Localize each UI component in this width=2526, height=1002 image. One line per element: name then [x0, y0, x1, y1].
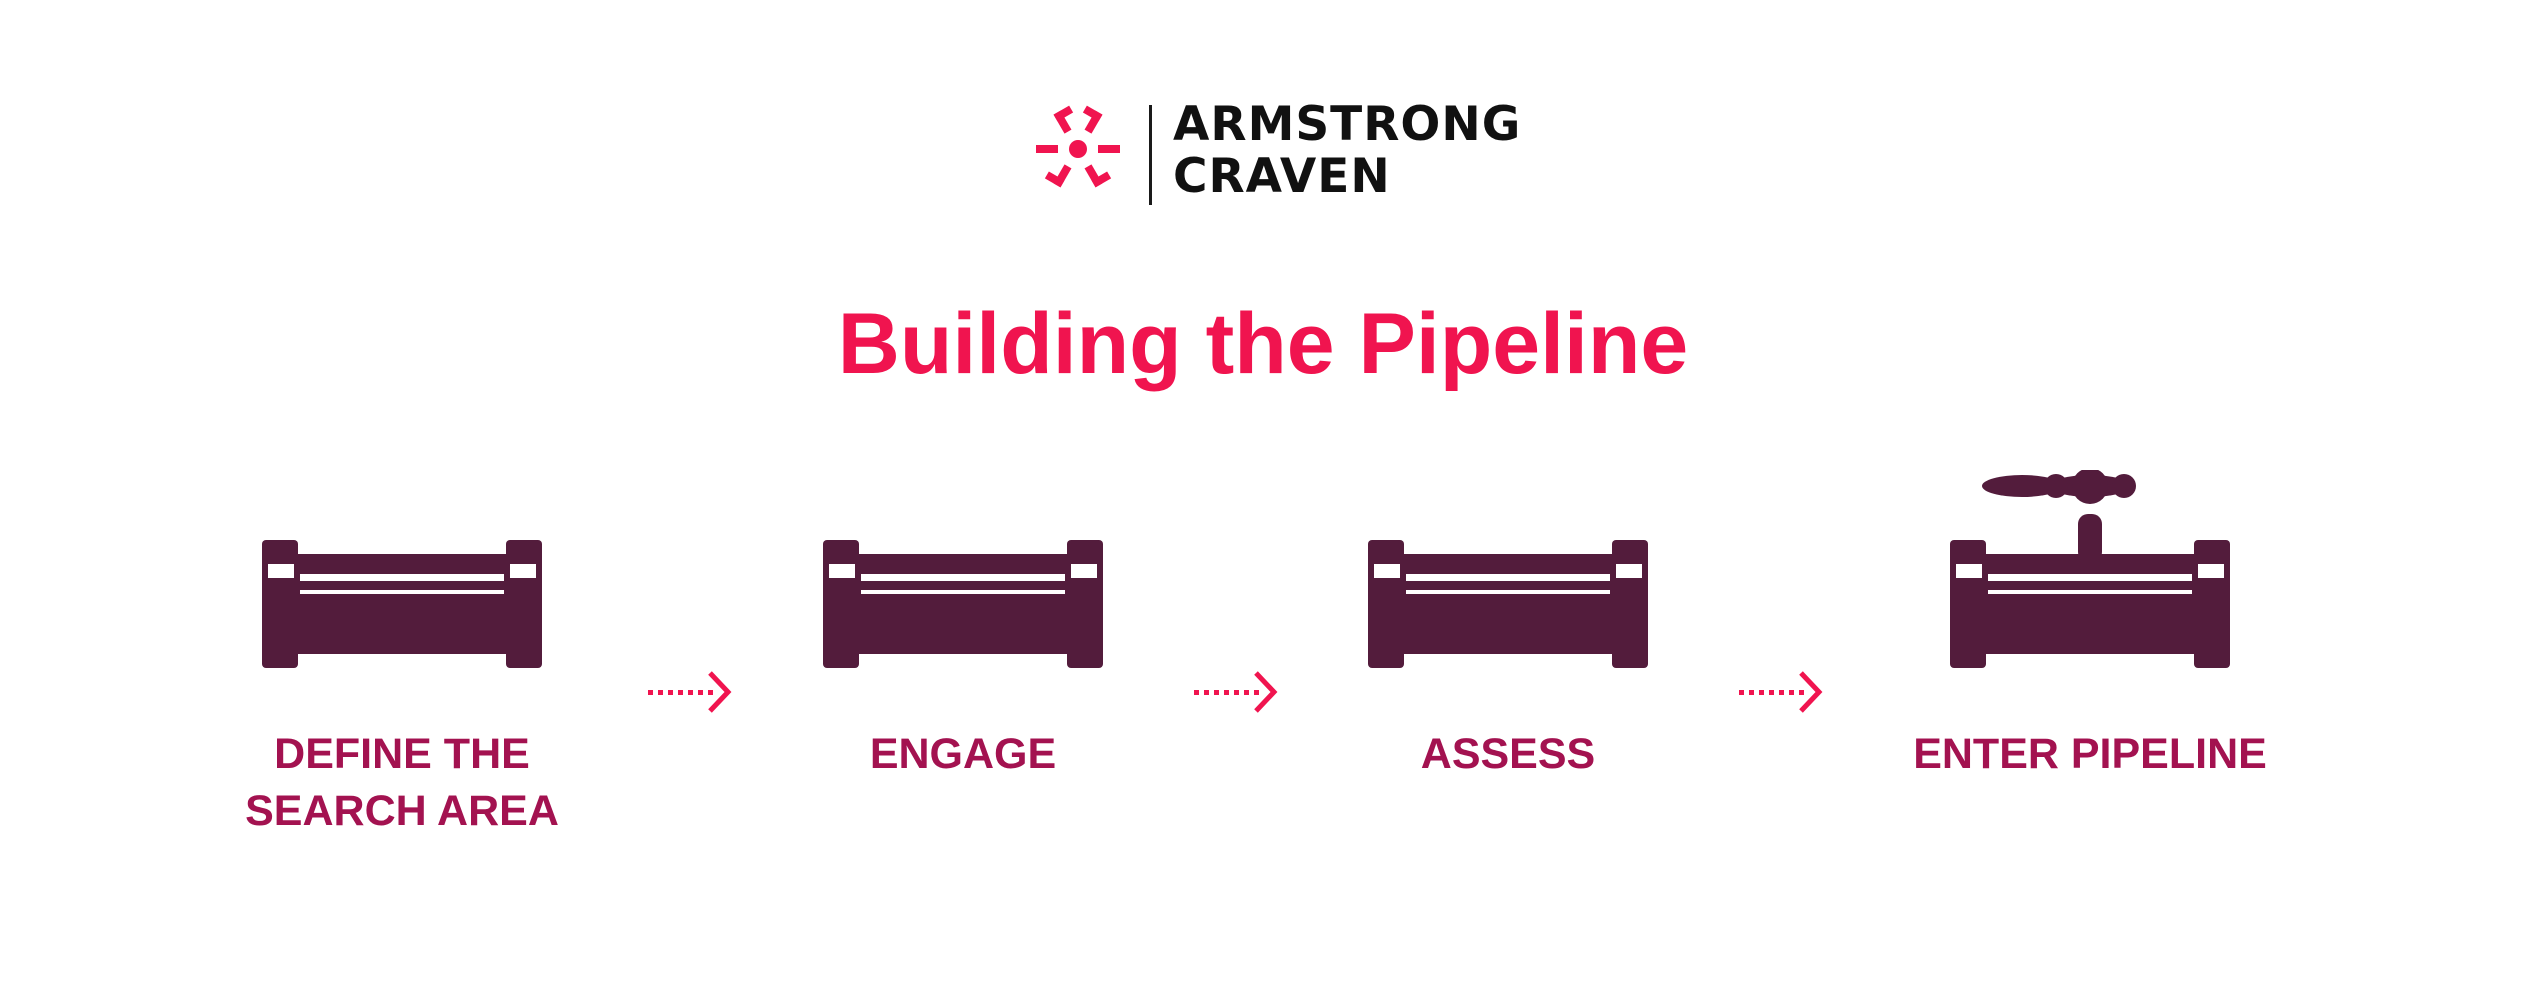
- pipe-valve-icon: [1950, 470, 2230, 668]
- page-title: Building the Pipeline: [837, 296, 1689, 392]
- dotted-arrow-icon: [1739, 671, 1823, 713]
- brand-line-1: ARMSTRONG: [1173, 97, 1522, 152]
- dotted-arrow-icon: [1194, 671, 1278, 713]
- step-label-enter-pipeline: ENTER PIPELINE: [1913, 730, 2267, 778]
- pipe-icon: [262, 540, 542, 668]
- step-label-assess: ASSESS: [1420, 730, 1596, 778]
- dotted-arrow-icon: [648, 671, 732, 713]
- logo-divider: [1149, 105, 1152, 205]
- pipe-icon: [823, 540, 1103, 668]
- pipe-icon: [1368, 540, 1648, 668]
- step-label-engage: ENGAGE: [869, 730, 1057, 778]
- brand-line-2: CRAVEN: [1173, 149, 1391, 204]
- armstrong-craven-logo-icon: [1036, 105, 1120, 188]
- brand-logo: ARMSTRONG CRAVEN: [1028, 99, 1520, 213]
- step-label-define-search-area: DEFINE THE SEARCH AREA: [245, 730, 559, 835]
- brand-wordmark: ARMSTRONG CRAVEN: [1173, 99, 1521, 203]
